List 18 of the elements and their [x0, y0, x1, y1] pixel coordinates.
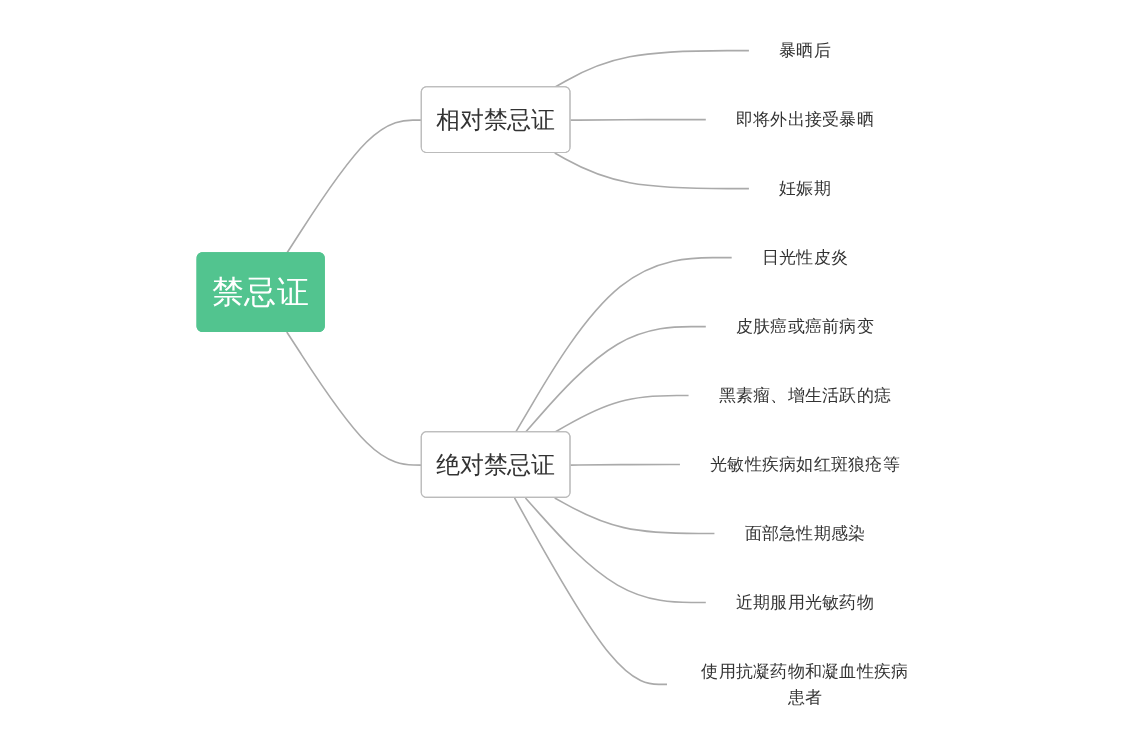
node-text: 黑素瘤、增生活跃的痣 — [718, 384, 891, 405]
node-text: 使用抗凝药物和凝血性疾病患者 — [701, 660, 908, 707]
node-text: 妊娠期 — [778, 177, 831, 198]
node-text: 暴晒后 — [778, 39, 831, 60]
node-text: 皮肤癌或癌前病变 — [735, 315, 874, 336]
node-text: 光敏性疾病如红斑狼疮等 — [709, 453, 900, 474]
connector — [524, 325, 707, 433]
node-text: 面部急性期感染 — [744, 522, 865, 543]
node-text: 日光性皮炎 — [761, 246, 848, 267]
connector — [513, 496, 668, 685]
connector — [514, 256, 732, 433]
connector — [553, 151, 750, 189]
connector — [569, 463, 681, 466]
connector — [524, 496, 707, 603]
node-text: 即将外出接受暴晒 — [735, 108, 874, 129]
node-text: 近期服用光敏药物 — [735, 591, 874, 612]
connector — [553, 496, 715, 534]
connector — [569, 118, 707, 121]
